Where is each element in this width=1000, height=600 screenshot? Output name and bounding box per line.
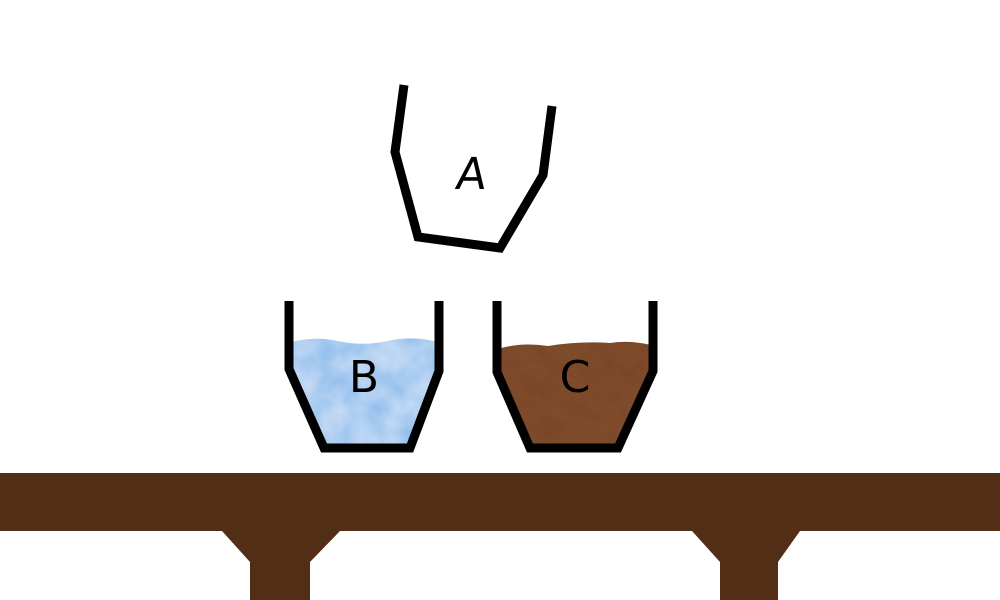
table bbox=[0, 473, 1000, 600]
table-top bbox=[0, 473, 1000, 531]
cup-c-outline bbox=[492, 301, 658, 453]
cup-b-water bbox=[291, 338, 437, 447]
cup-b-outline bbox=[284, 301, 444, 453]
cup-a-outline bbox=[390, 84, 557, 253]
cup-c-label: C bbox=[560, 352, 591, 403]
table-leg-right bbox=[692, 531, 800, 600]
cup-c-soil bbox=[498, 341, 651, 447]
table-leg-left bbox=[222, 531, 340, 600]
cup-a-label: A bbox=[453, 149, 490, 200]
cup-b-label: B bbox=[349, 352, 379, 403]
